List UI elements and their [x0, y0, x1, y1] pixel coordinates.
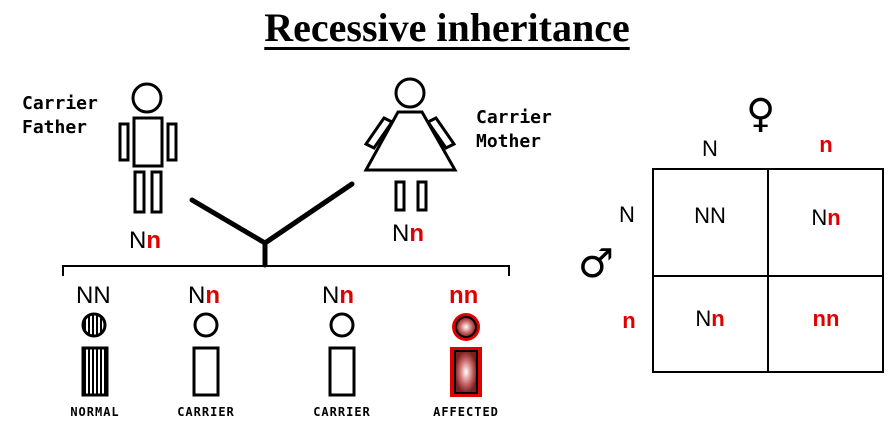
diagram-title: Recessive inheritance	[264, 5, 630, 50]
female-symbol-icon: ♀	[746, 91, 776, 137]
mother-right-arm	[425, 116, 457, 150]
mother-dress	[363, 110, 458, 172]
child-affected-caption: AFFECTED	[433, 405, 499, 419]
mother-right-leg	[416, 180, 428, 212]
punnett-cell-Nn-top: Nn	[811, 205, 841, 230]
mother-left-arm	[363, 116, 395, 150]
mother-left-leg	[394, 180, 406, 212]
punnett-cell-NN: NN	[694, 203, 726, 228]
child-carrier-2-caption: CARRIER	[313, 405, 371, 419]
child-carrier-2-figure	[328, 312, 356, 397]
child-carrier-1-figure	[192, 312, 220, 397]
sibship-bracket	[62, 265, 510, 276]
father-head	[131, 82, 163, 114]
punnett-row-header-dominant: N	[619, 202, 635, 227]
father-figure	[118, 82, 178, 214]
father-right-arm	[166, 122, 178, 162]
punnett-cell-nn: nn	[812, 306, 840, 331]
father-genotype: Nn	[129, 227, 162, 254]
punnett-grid	[652, 168, 884, 373]
mother-genotype: Nn	[392, 220, 425, 247]
child-normal-figure	[81, 312, 109, 397]
mother-figure	[363, 77, 458, 212]
mother-label-line2: Mother	[476, 131, 542, 152]
father-left-arm	[118, 122, 130, 162]
mother-label-line1: Carrier	[476, 107, 552, 128]
child-carrier-1-caption: CARRIER	[177, 405, 235, 419]
mating-lines	[189, 181, 355, 268]
child-carrier-1-genotype: Nn	[188, 282, 221, 309]
male-symbol-icon: ♂	[578, 241, 614, 287]
father-label-line2: Father	[22, 117, 88, 138]
father-left-leg	[133, 170, 146, 214]
punnett-col-header-dominant: N	[702, 136, 718, 161]
child-carrier-2-genotype: Nn	[322, 282, 355, 309]
punnett-col-header-recessive: n	[819, 132, 833, 157]
punnett-row-header-recessive: n	[622, 308, 636, 333]
child-affected-figure	[450, 313, 482, 397]
father-right-leg	[150, 170, 163, 214]
child-normal-genotype: NN	[76, 282, 111, 309]
father-body	[132, 116, 164, 168]
child-affected-genotype: nn	[449, 282, 479, 309]
child-normal-caption: NORMAL	[70, 405, 120, 419]
punnett-cell-Nn-bottom: Nn	[695, 306, 725, 331]
mother-head	[394, 77, 426, 109]
father-label-line1: Carrier	[22, 93, 98, 114]
